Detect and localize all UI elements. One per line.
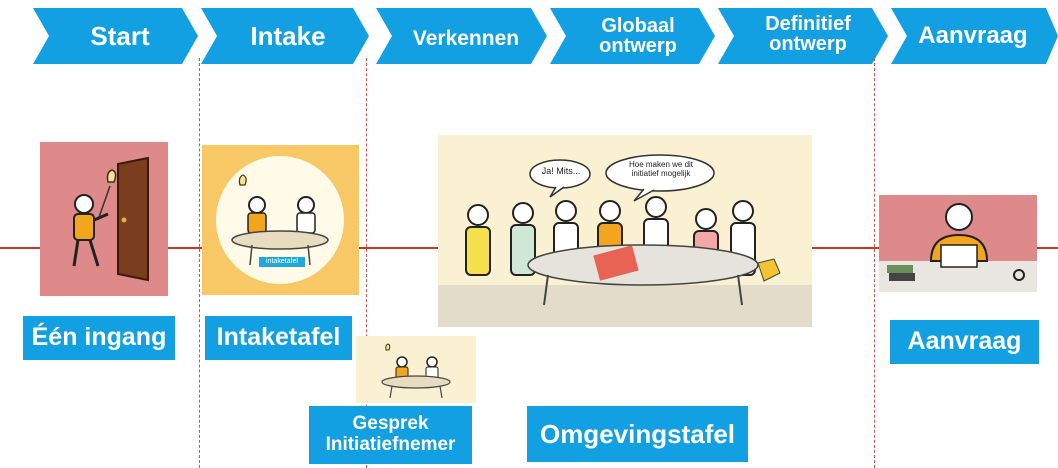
phase-label-verkennen: Verkennen xyxy=(412,26,520,50)
label-gesprek-initiatiefnemer: Gesprek Initiatiefnemer xyxy=(309,406,472,464)
illustration-omgevingstafel: Ja! Mits... Hoe maken we dit initiatief … xyxy=(438,135,812,327)
speech-bubble-left: Ja! Mits... xyxy=(541,166,581,176)
chevron-globaal-ontwerp xyxy=(550,8,715,64)
label-een-ingang: Één ingang xyxy=(23,316,175,360)
label-intaketafel: Intaketafel xyxy=(205,316,352,360)
speech-bubble-right-line1: Hoe maken we dit xyxy=(628,160,694,169)
speech-bubble-right-line2: initiatief mogelijk xyxy=(631,168,691,178)
phase-divider xyxy=(366,58,367,468)
phase-label-definitief-line1: Definitief xyxy=(765,13,851,35)
phase-label-start: Start xyxy=(90,21,150,51)
phase-label-aanvraag: Aanvraag xyxy=(918,22,1028,49)
illustration-entrance-door xyxy=(40,142,168,296)
phase-label-globaal-line1: Globaal xyxy=(601,15,675,37)
phase-divider xyxy=(199,58,200,468)
phase-divider xyxy=(874,58,875,468)
intaketafel-sign: intaketafel xyxy=(266,258,298,265)
phase-label-globaal-line2: ontwerp xyxy=(599,35,677,57)
illustration-aanvraag xyxy=(879,195,1037,292)
chevron-start xyxy=(33,8,198,64)
illustration-intaketafel: intaketafel xyxy=(202,145,359,295)
label-gesprek-line2: Initiatiefnemer xyxy=(325,434,456,455)
door-person-icon xyxy=(72,156,149,282)
phase-chevron-bar xyxy=(33,8,1058,64)
intake-table-icon xyxy=(216,156,344,284)
phase-label-intake: Intake xyxy=(250,21,326,51)
chevron-definitief-ontwerp xyxy=(718,8,888,64)
chevron-intake xyxy=(201,8,369,64)
phase-label-definitief-line2: ontwerp xyxy=(769,33,847,55)
label-omgevingstafel: Omgevingstafel xyxy=(527,406,748,462)
chevron-verkennen xyxy=(376,8,547,64)
chevron-aanvraag xyxy=(891,8,1058,64)
illustration-gesprek xyxy=(356,336,476,403)
phase-label-globaal-ontwerp: Globaal ontwerp xyxy=(568,10,708,62)
phase-label-definitief-ontwerp: Definitief ontwerp xyxy=(738,6,878,62)
person-laptop-icon xyxy=(879,203,1037,292)
label-gesprek-line1: Gesprek xyxy=(352,413,429,435)
speech-bubble-right: Hoe maken we dit initiatief mogelijk xyxy=(610,160,712,179)
small-table-icon xyxy=(381,343,451,399)
label-aanvraag: Aanvraag xyxy=(890,320,1039,364)
round-table-people-icon xyxy=(438,154,812,327)
